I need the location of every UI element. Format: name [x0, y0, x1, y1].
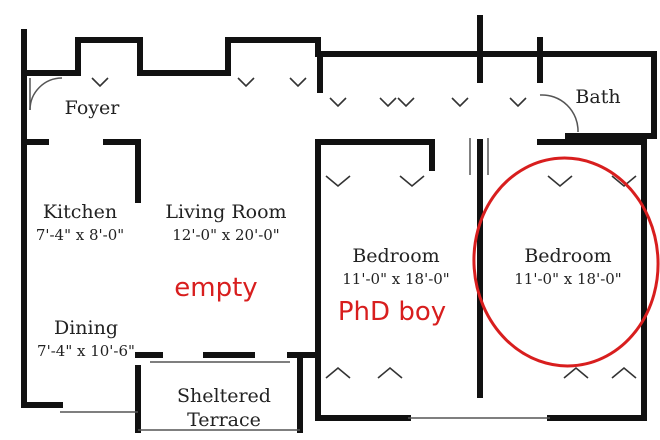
living-room-label: Living Room: [165, 201, 286, 223]
chevron-down-icon: [509, 97, 527, 108]
chevron-down-icon: [91, 77, 109, 88]
bedroom1-wall: [315, 139, 435, 421]
dining-label: Dining: [54, 317, 118, 339]
chevron-down-icon: [397, 97, 415, 108]
chevron-down-icon: [325, 175, 351, 188]
kitchen-dims: 7'-4" x 8'-0": [36, 226, 124, 244]
chevron-down-icon: [547, 175, 573, 188]
bedroom2-wall: [537, 139, 647, 421]
chevron-down-icon: [611, 175, 637, 188]
bath-label: Bath: [575, 86, 620, 108]
thin-lines: [29, 77, 579, 431]
chevron-down-icon: [329, 97, 347, 108]
chevron-up-icon: [563, 366, 589, 379]
chevron-down-icon: [289, 77, 307, 88]
chevron-down-icon: [399, 175, 425, 188]
bath-door-swing: [539, 94, 579, 133]
terrace-label-line2: Terrace: [187, 409, 261, 431]
annotation-empty: empty: [174, 273, 257, 303]
dining-dims: 7'-4" x 10'-6": [37, 342, 135, 360]
chevron-up-icon: [377, 366, 403, 379]
living-room-dims: 12'-0" x 20'-0": [172, 226, 279, 244]
foyer-label: Foyer: [65, 97, 121, 119]
walls: [21, 15, 657, 433]
chevron-up-icon: [325, 366, 351, 379]
closet-markers: [91, 77, 637, 379]
bedroom2-label: Bedroom: [524, 245, 611, 267]
red-circle-icon: [472, 156, 660, 368]
kitchen-label: Kitchen: [43, 201, 117, 223]
foyer-door-swing: [29, 77, 63, 111]
chevron-down-icon: [237, 77, 255, 88]
chevron-down-icon: [451, 97, 469, 108]
annotation-phd-boy: PhD boy: [338, 297, 446, 327]
terrace-label-line1: Sheltered: [177, 385, 271, 407]
bedroom1-dims: 11'-0" x 18'-0": [342, 270, 449, 288]
chevron-up-icon: [611, 366, 637, 379]
bedroom1-label: Bedroom: [352, 245, 439, 267]
bedroom2-dims: 11'-0" x 18'-0": [514, 270, 621, 288]
top-wall: [21, 34, 657, 139]
chevron-down-icon: [379, 97, 397, 108]
